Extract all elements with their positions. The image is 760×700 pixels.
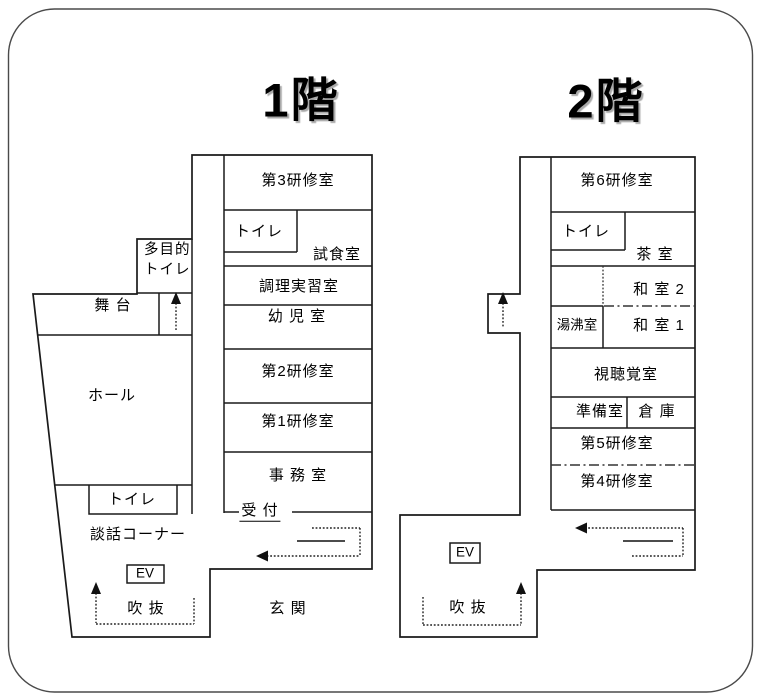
up-arrow-icon	[91, 582, 101, 594]
room-label-cha: 茶 室	[636, 245, 674, 263]
floor2-inner-walls	[449, 157, 695, 564]
room-label-toilet2: トイレ	[561, 222, 611, 240]
room-label-yuwakashi: 湯沸室	[556, 317, 598, 333]
room-label-toilet-top: トイレ	[234, 222, 284, 240]
ev-label-floor2: EV	[455, 544, 475, 560]
floor1-outline	[32, 154, 373, 638]
page-border	[7, 8, 754, 693]
ev-box-floor1	[126, 564, 165, 584]
room-label-uketsuke: 受 付	[239, 502, 281, 522]
floor2-title: 2階	[567, 74, 645, 128]
room-label-kenshu1: 第1研修室	[261, 412, 335, 430]
floor2-route-arrows	[422, 292, 684, 626]
up-arrow-icon	[516, 582, 526, 594]
floor2-outline	[399, 156, 696, 638]
room-label-washitsu2: 和 室 2	[633, 280, 685, 298]
room-label-fukinuke1: 吹 抜	[127, 599, 165, 617]
room-label-kenshu5: 第5研修室	[580, 434, 654, 452]
up-arrow-icon	[171, 292, 181, 304]
floor2-partition-lines	[551, 266, 695, 466]
room-label-washitsu1: 和 室 1	[633, 316, 685, 334]
left-arrow-icon	[575, 522, 587, 534]
room-label-genkan: 玄 関	[269, 599, 307, 617]
room-label-shishoku: 試食室	[312, 245, 362, 263]
ev-box-floor2	[449, 542, 481, 564]
room-label-jimu: 事 務 室	[268, 466, 328, 484]
room-label-fukinuke2: 吹 抜	[449, 598, 487, 616]
ev-label-floor1: EV	[135, 565, 155, 581]
room-label-butai: 舞 台	[94, 296, 132, 314]
room-label-kenshu4: 第4研修室	[580, 472, 654, 490]
room-label-soko: 倉 庫	[638, 402, 676, 420]
room-label-chori: 調理実習室	[258, 277, 340, 295]
room-label-kenshu3: 第3研修室	[261, 171, 335, 189]
room-label-danwa: 談話コーナー	[89, 525, 187, 543]
up-arrow-icon	[498, 292, 508, 304]
room-label-junbi: 準備室	[575, 402, 625, 420]
floor1-route-arrows	[91, 292, 361, 625]
room-label-toilet-hall: トイレ	[107, 490, 157, 508]
room-label-kenshu6: 第6研修室	[580, 171, 654, 189]
floor1-inner-walls	[38, 155, 372, 584]
floor1-title: 1階	[262, 73, 340, 127]
room-label-tamokuteki-toilet: 多目的 トイレ	[144, 242, 191, 278]
room-label-hall: ホール	[87, 386, 137, 404]
left-arrow-icon	[256, 550, 268, 562]
room-label-kenshu2: 第2研修室	[261, 362, 335, 380]
room-label-yoji: 幼 児 室	[267, 307, 327, 325]
room-label-shichokaku: 視聴覚室	[593, 365, 659, 383]
